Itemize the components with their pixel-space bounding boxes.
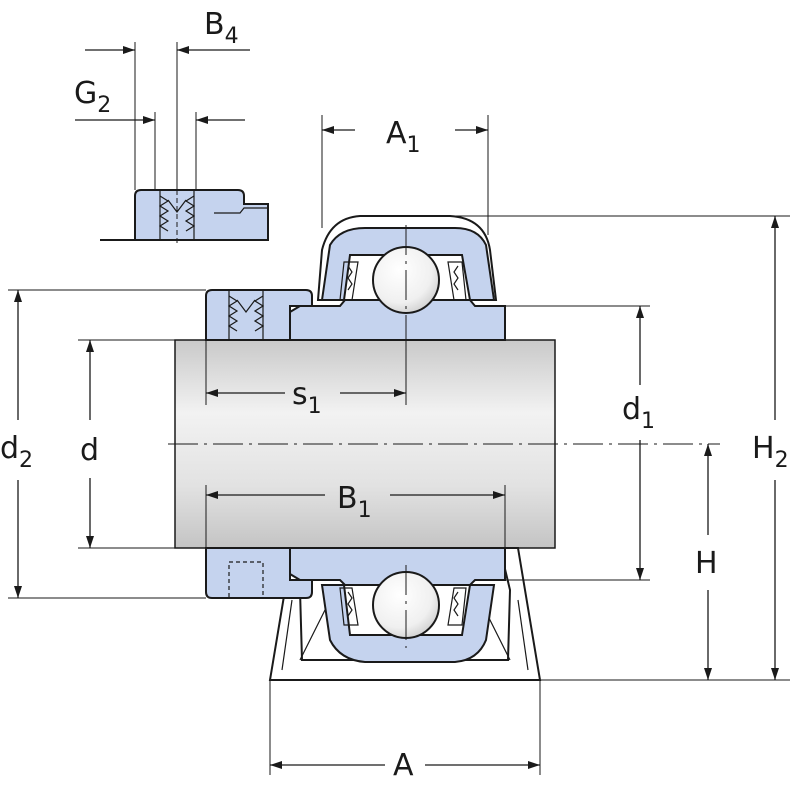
label-a1: A1 <box>386 116 421 158</box>
a1-dimension <box>321 115 489 235</box>
d2-dimension <box>8 289 206 599</box>
h2-dimension <box>445 215 790 681</box>
label-d1: d1 <box>622 392 655 434</box>
g2-dimension <box>75 112 245 190</box>
center-lines <box>168 225 720 648</box>
label-h: H <box>695 546 718 581</box>
d-dimension <box>78 339 175 549</box>
grub-screw-detail <box>100 189 269 246</box>
label-b4: B4 <box>204 7 239 49</box>
a-dimension <box>269 680 541 775</box>
s1-dimension <box>205 340 406 405</box>
b1-dimension <box>205 485 506 548</box>
d1-dimension <box>505 305 650 581</box>
label-b1: B1 <box>337 481 372 523</box>
seals-bottom <box>339 587 467 626</box>
seals-top <box>339 261 467 301</box>
label-s1: s1 <box>292 377 322 419</box>
label-a: A <box>393 748 414 783</box>
label-g2: G2 <box>74 76 111 118</box>
locking-collar-top <box>205 289 313 341</box>
bearing-outer-ring-top <box>320 227 496 301</box>
label-h2: H2 <box>752 431 789 473</box>
bearing-outer-ring-bottom <box>320 584 496 663</box>
label-d: d <box>80 433 99 468</box>
b4-dimension <box>85 42 250 190</box>
label-d2: d2 <box>0 431 33 473</box>
locking-collar-bottom <box>205 547 313 599</box>
